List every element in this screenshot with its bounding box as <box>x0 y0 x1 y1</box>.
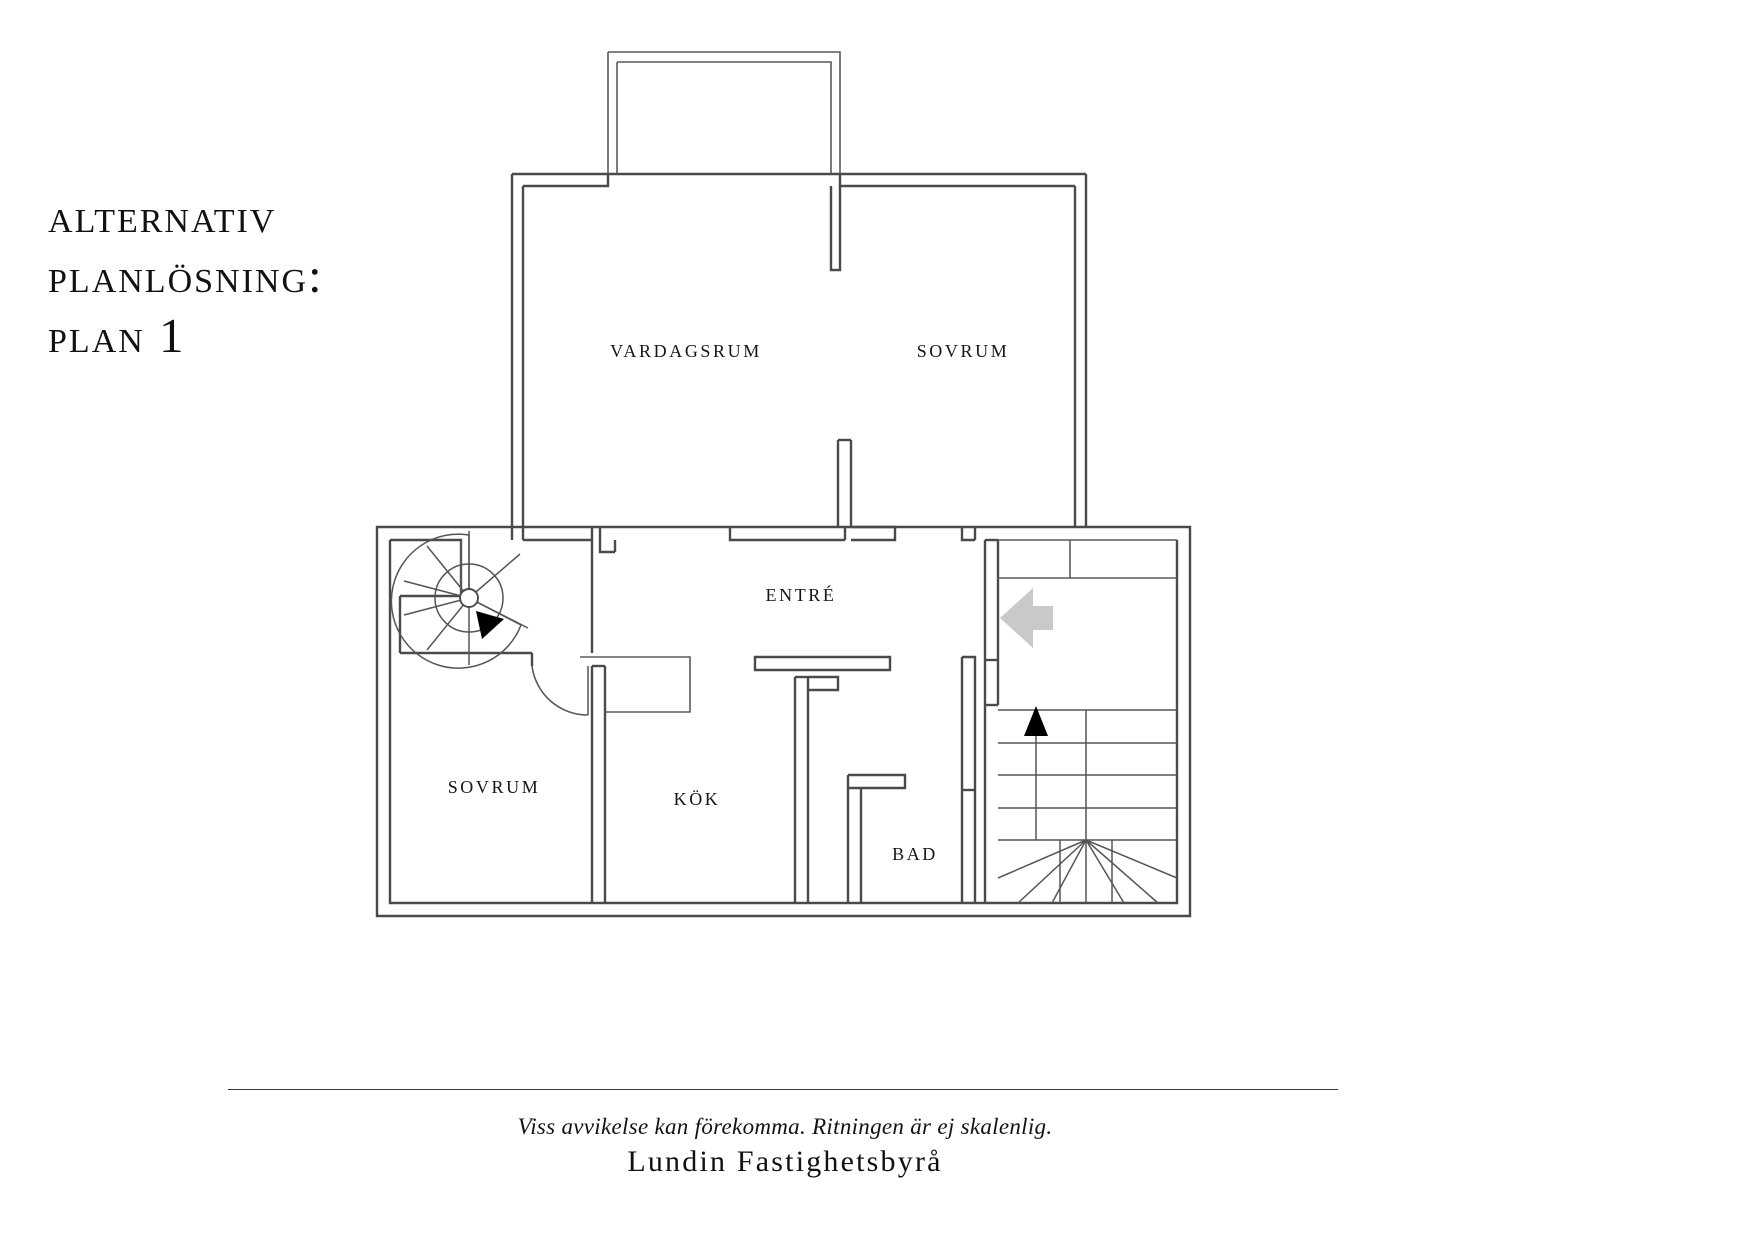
mid-junction-walls <box>510 438 977 554</box>
title-line-2: planlösning: <box>48 248 324 303</box>
stair-up-arrow <box>1024 706 1048 736</box>
title-line-1: Alternativ <box>48 188 277 243</box>
title-line-3: plan 1 <box>48 308 186 363</box>
room-label-sovrum-upper: Sovrum <box>916 336 1010 363</box>
footer-brand: Lundin Fastighetsbyrå <box>627 1145 943 1178</box>
spiral-stair-direction-arrow <box>476 611 504 639</box>
upper-partition-wall <box>829 186 842 272</box>
straight-staircase <box>997 706 1178 904</box>
spiral-stair-enclosure <box>390 538 594 655</box>
footer-disclaimer: Viss avvikelse kan förekomma. Ritningen … <box>517 1114 1053 1139</box>
room-label-entre: Entré <box>765 580 837 607</box>
stair-core-walls <box>983 538 1177 903</box>
door-swing-arc <box>530 653 589 716</box>
spiral-staircase <box>390 531 529 669</box>
room-label-sovrum-lower: Sovrum <box>447 772 541 799</box>
footer-divider <box>228 1089 1338 1090</box>
room-label-kok: Kök <box>673 784 721 811</box>
page-title: Alternativ planlösning: plan 1 <box>48 186 518 366</box>
entrance-arrow <box>1000 588 1053 648</box>
room-label-vardagsrum: Vardagsrum <box>610 336 762 363</box>
room-label-bad: Bad <box>892 839 938 866</box>
balcony-outline <box>607 51 841 175</box>
